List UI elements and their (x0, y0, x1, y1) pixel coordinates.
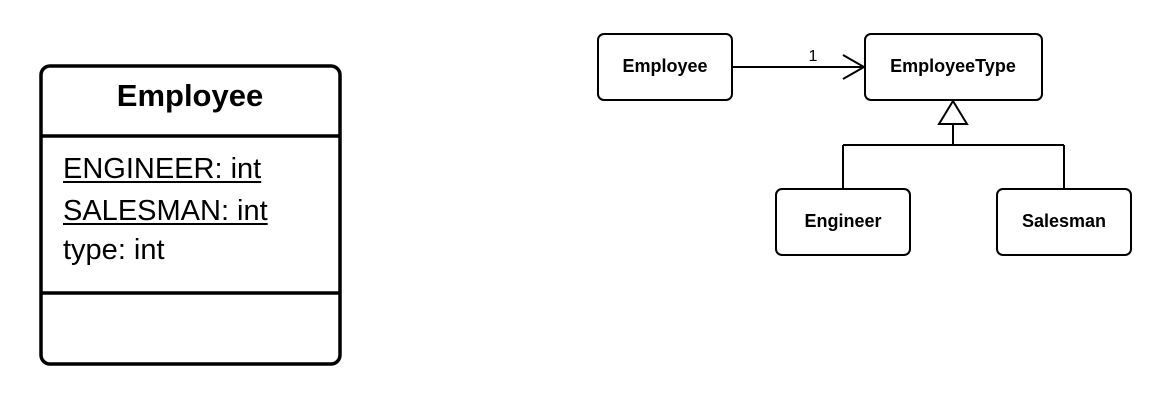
salesman-node-label: Salesman (1022, 211, 1106, 231)
class-box-border (39, 64, 342, 366)
engineer-node: Engineer (775, 188, 911, 256)
employee-node-label: Employee (622, 56, 707, 76)
multiplicity-label: 1 (809, 48, 818, 65)
class-title: Employee (117, 78, 263, 113)
employee-type-node: EmployeeType (864, 33, 1043, 101)
employee-node: Employee (597, 33, 733, 101)
attribute-type: type: int (63, 234, 165, 266)
salesman-node-box (996, 188, 1132, 256)
engineer-node-label: Engineer (804, 211, 881, 231)
salesman-node: Salesman (996, 188, 1132, 256)
open-arrowhead-icon (842, 54, 867, 80)
employee-type-node-label: EmployeeType (890, 56, 1016, 76)
association-arrow: 1 (732, 48, 867, 80)
employee-class-box: Employee ENGINEER: int SALESMAN: int typ… (39, 64, 342, 366)
relationship-diagram: Employee EmployeeType 1 Engineer (597, 33, 1132, 256)
inheritance-triangle-icon (937, 99, 969, 125)
attribute-engineer: ENGINEER: int (63, 153, 261, 185)
engineer-node-box (775, 188, 911, 256)
attribute-salesman: SALESMAN: int (63, 195, 268, 227)
generalization-tree (842, 99, 1065, 189)
